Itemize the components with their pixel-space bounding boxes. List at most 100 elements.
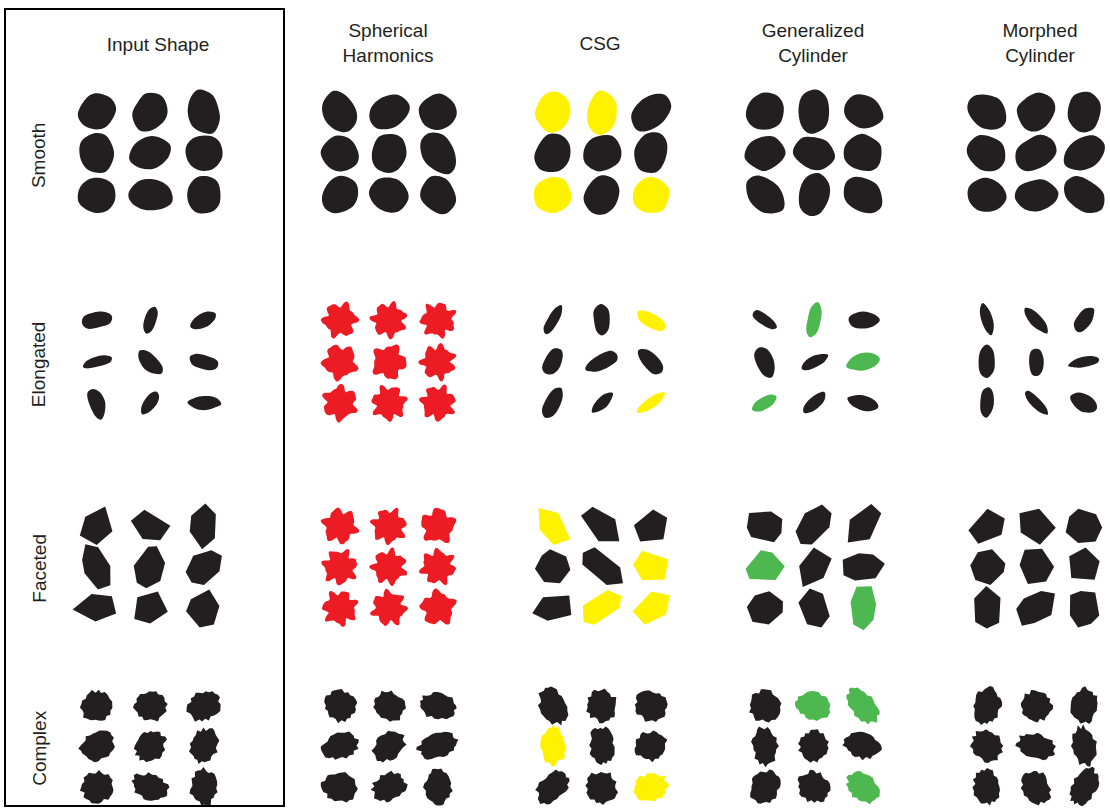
particle-shape: [78, 178, 116, 213]
particle-shape: [970, 549, 1005, 585]
particle-shape: [592, 392, 613, 412]
particle-shape: [186, 589, 219, 627]
particle-shape: [1066, 509, 1102, 543]
particle-shape: [134, 731, 167, 762]
particle-shape: [188, 89, 220, 134]
particle-shape: [1021, 690, 1053, 723]
particle-shape: [190, 312, 216, 330]
particle-shape: [586, 688, 616, 723]
particle-shape: [751, 727, 779, 768]
particle-shape: [83, 355, 112, 368]
column-header: Input Shape: [107, 33, 209, 58]
particle-shape: [979, 345, 995, 378]
particle-shape: [1017, 93, 1056, 132]
particle-shape: [535, 769, 569, 804]
particle-shape: [1025, 391, 1048, 415]
particle-shape: [844, 177, 883, 214]
particle-shape: [82, 544, 110, 589]
particle-shape: [753, 310, 777, 329]
particle-shape: [419, 303, 456, 339]
particle-shape: [633, 592, 670, 625]
particle-shape: [80, 770, 114, 804]
particle-shape: [980, 387, 994, 418]
particle-shape: [421, 508, 456, 543]
particle-shape: [373, 690, 406, 721]
particle-shape: [133, 691, 168, 721]
particle-shape: [132, 93, 167, 132]
particle-shape: [321, 508, 359, 545]
column-header: Morphed Cylinder: [978, 19, 1102, 68]
particle-shape: [128, 179, 172, 210]
particle-shape: [843, 553, 885, 580]
particle-shape: [131, 510, 171, 541]
particle-shape: [190, 767, 218, 806]
particle-shape: [584, 175, 620, 214]
particle-shape: [141, 392, 159, 415]
particle-shape: [370, 508, 407, 545]
particle-shape: [187, 176, 220, 213]
particle-shape: [419, 548, 456, 585]
particle-shape: [420, 692, 457, 719]
particle-shape: [583, 135, 621, 171]
particle-shape: [842, 732, 882, 760]
particle-shape: [1021, 771, 1052, 806]
particle-shape: [581, 507, 619, 542]
particle-shape: [1068, 356, 1099, 368]
particle-shape: [322, 591, 359, 627]
particle-shape: [635, 730, 668, 762]
particle-shape: [1071, 724, 1097, 766]
particle-shape: [803, 392, 825, 414]
particle-shape: [190, 354, 219, 370]
particle-shape: [540, 725, 566, 767]
particle-shape: [795, 691, 830, 721]
particle-shape: [585, 351, 617, 372]
particle-shape: [747, 512, 782, 543]
particle-shape: [324, 689, 357, 723]
particle-shape: [798, 90, 829, 134]
particle-shape: [535, 549, 570, 583]
particle-shape: [848, 504, 881, 542]
particle-shape: [583, 590, 622, 625]
particle-shape: [538, 687, 569, 726]
particle-shape: [968, 509, 1004, 544]
particle-shape: [369, 301, 407, 339]
particle-shape: [754, 347, 774, 378]
particle-shape: [322, 384, 357, 423]
particle-shape: [1024, 308, 1048, 334]
particle-shape: [419, 589, 456, 625]
column-header: CSG: [535, 32, 665, 57]
particle-shape: [321, 731, 359, 759]
particle-shape: [634, 510, 667, 542]
particle-shape: [847, 395, 878, 411]
particle-shape: [745, 136, 786, 171]
particle-shape: [542, 348, 563, 374]
particle-shape: [372, 134, 407, 173]
particle-shape: [131, 772, 169, 800]
particle-shape: [1020, 549, 1055, 584]
row-label: Elongated: [28, 321, 53, 407]
particle-shape: [793, 137, 835, 170]
particle-shape: [585, 772, 618, 805]
particle-shape: [967, 94, 1006, 129]
particle-shape: [534, 134, 570, 173]
particle-shape: [186, 691, 220, 722]
particle-shape: [972, 768, 1000, 805]
particle-shape: [186, 550, 222, 585]
particle-shape: [1068, 92, 1101, 133]
particle-shape: [844, 94, 883, 128]
row-label: Complex: [28, 711, 53, 786]
particle-shape: [143, 307, 158, 334]
particle-shape: [371, 731, 406, 763]
particle-shape: [322, 91, 357, 133]
particle-shape: [750, 769, 781, 803]
particle-shape: [129, 136, 171, 169]
particle-shape: [851, 586, 877, 630]
particle-shape: [321, 549, 357, 585]
particle-shape: [1070, 392, 1097, 412]
particle-shape: [420, 133, 456, 175]
particle-shape: [844, 134, 882, 171]
particle-shape: [419, 384, 456, 421]
particle-shape: [798, 770, 831, 803]
particle-shape: [321, 345, 359, 382]
